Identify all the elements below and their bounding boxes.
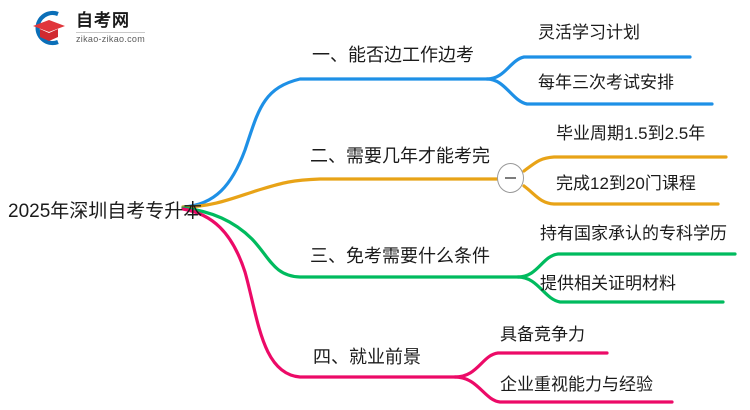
mindmap-leaf-node-3-2[interactable]: 提供相关证明材料 bbox=[540, 274, 676, 293]
mindmap-leaf-node-2-1[interactable]: 毕业周期1.5到2.5年 bbox=[556, 124, 706, 143]
mindmap-branch-node-1[interactable]: 一、能否边工作边考 bbox=[312, 45, 474, 65]
mindmap-branch-node-3[interactable]: 三、免考需要什么条件 bbox=[310, 246, 490, 266]
mindmap-leaf-node-3-1[interactable]: 持有国家承认的专科学历 bbox=[540, 224, 727, 243]
mindmap-leaf-node-1-1[interactable]: 灵活学习计划 bbox=[538, 23, 640, 42]
mindmap-leaf-node-1-2[interactable]: 每年三次考试安排 bbox=[538, 73, 674, 92]
mindmap-root-node[interactable]: 2025年深圳自考专升本 bbox=[8, 201, 203, 222]
logo-brand-name: 自考网 bbox=[76, 11, 130, 30]
logo-domain: zikao-zikao.com bbox=[76, 32, 146, 44]
mindmap-branch-node-4[interactable]: 四、就业前景 bbox=[313, 347, 421, 367]
logo-text: 自考网 zikao-zikao.com bbox=[76, 11, 146, 44]
mindmap-leaf-node-4-1[interactable]: 具备竞争力 bbox=[500, 325, 585, 344]
mindmap-branch-node-2[interactable]: 二、需要几年才能考完 bbox=[310, 146, 490, 166]
minus-circle-icon[interactable] bbox=[497, 163, 524, 193]
mindmap-leaf-node-4-2[interactable]: 企业重视能力与经验 bbox=[500, 375, 653, 394]
site-logo: 自考网 zikao-zikao.com bbox=[28, 8, 146, 48]
mindmap-leaf-node-2-2[interactable]: 完成12到20门课程 bbox=[556, 174, 696, 193]
graduation-cap-icon bbox=[28, 8, 70, 48]
minus-bar bbox=[505, 177, 516, 179]
